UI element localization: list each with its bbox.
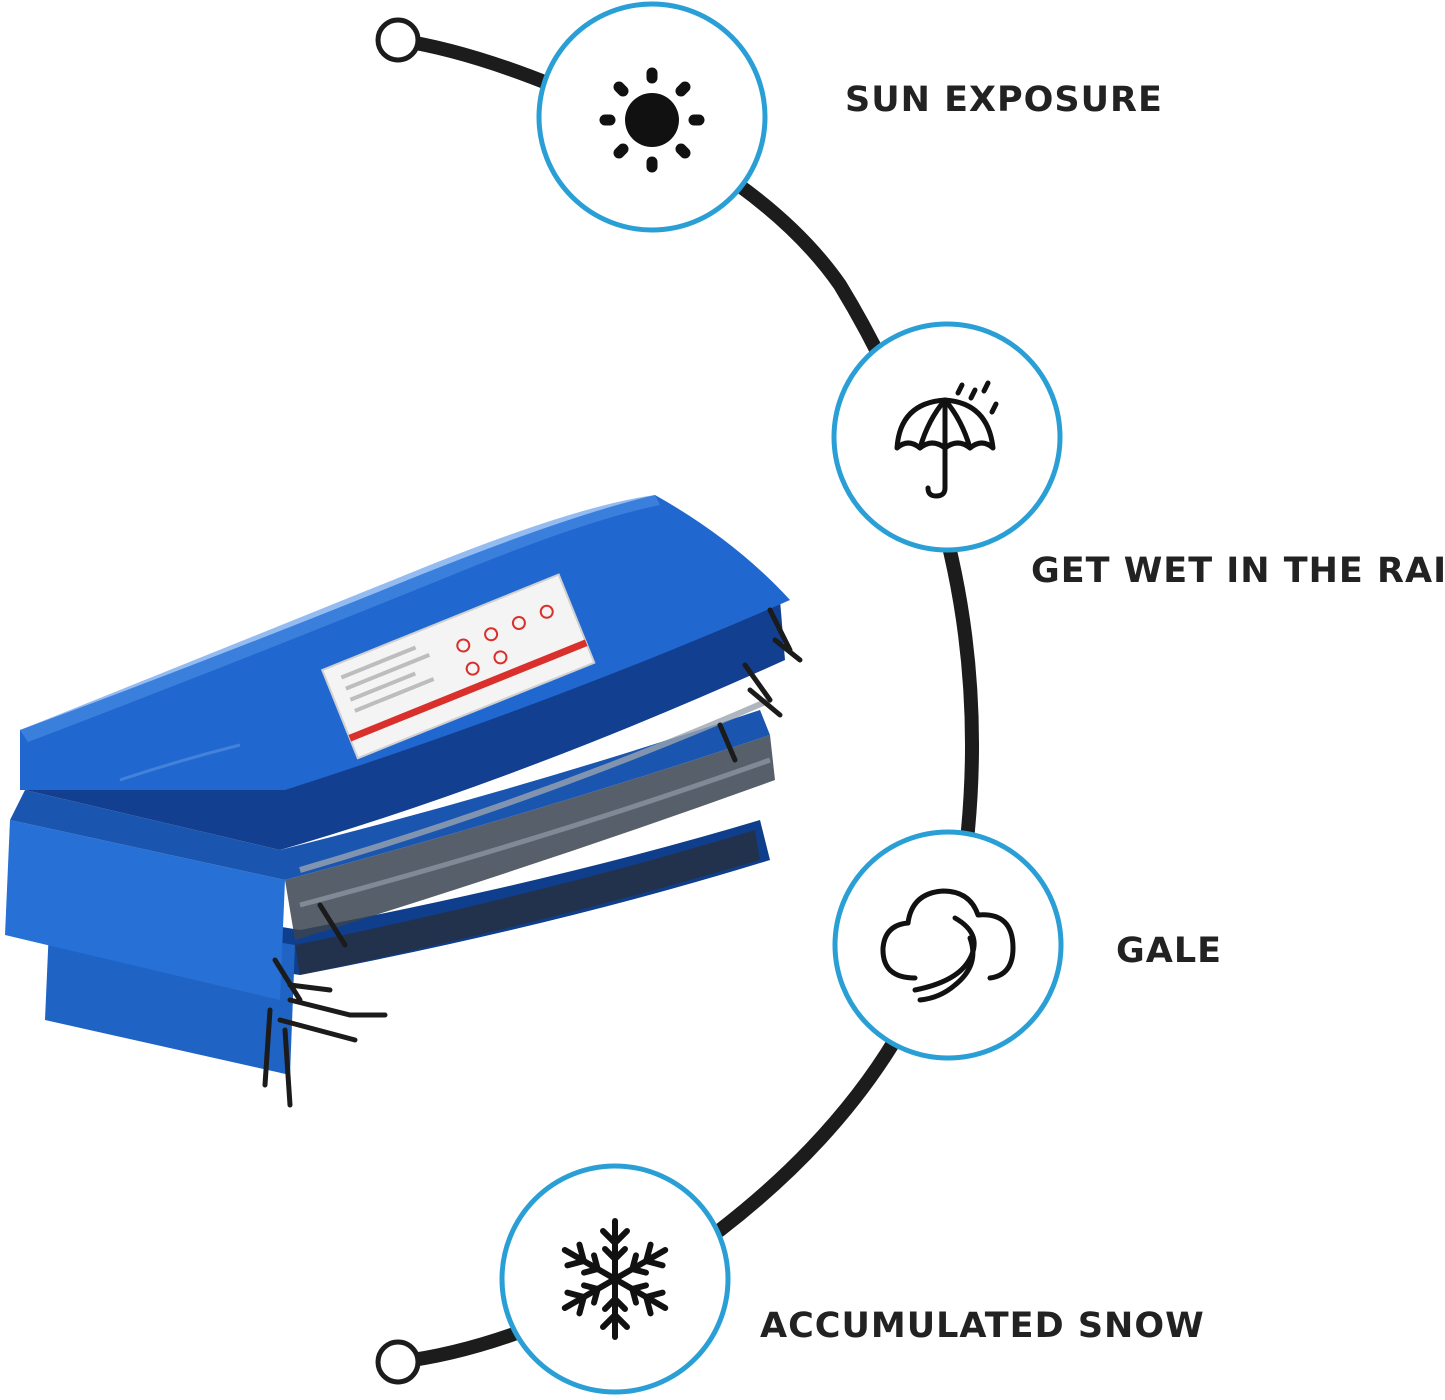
snow-feature-circle [499,1163,731,1395]
tie-strap [272,957,333,1003]
snowflake-icon [561,1218,669,1340]
pad-layer-top-highlight [20,495,660,742]
warning-pictogram [511,615,526,630]
pad-layer-middle-top [10,710,770,880]
warning-text-line [340,645,417,680]
arc-end-node [375,1339,421,1385]
pad-layer-middle-face [5,820,285,1000]
gale-circle [832,829,1064,1061]
tie-strap [717,722,738,763]
rain-label: GET WET IN THE RAIN [1031,551,1445,591]
warning-pictogram [539,604,554,619]
tie-strap [317,902,348,948]
tie-strap [767,607,803,663]
sun-exposure-label: SUN EXPOSURE [845,80,1163,120]
warning-text-line [354,677,435,713]
sun-icon [599,67,705,173]
sun-feature-circle [536,1,768,233]
snow-label: ACCUMULATED SNOW [760,1306,1205,1346]
tie-strap [277,1017,358,1043]
warning-pictogram [456,638,471,653]
wind-cloud-icon [880,888,1016,1003]
warning-text-line [349,671,417,702]
tie-strap [742,662,783,718]
tie-strap [262,1007,293,1108]
warning-pictogram [465,661,480,676]
warning-pictogram [493,650,508,665]
pad-layer-bottom-seam [295,830,760,975]
rain-feature-circle [831,321,1063,553]
trampoline-pad-image [5,495,803,1108]
pad-stitch-line [119,743,241,782]
pad-foil-line-1 [299,697,772,873]
warning-text-line [345,653,431,691]
warning-label-red-stripe [348,639,588,742]
tie-strap [287,997,388,1018]
pad-tie-straps [262,607,803,1108]
warning-label-sticker [320,573,596,760]
gale-label: GALE [1116,931,1223,971]
arc-start-node [375,17,421,63]
pad-warning-label [320,573,596,760]
pad-foil-line-2 [299,757,771,908]
gale-feature-circle [832,829,1064,1061]
warning-pictogram [484,627,499,642]
umbrella-rain-icon [894,380,999,499]
